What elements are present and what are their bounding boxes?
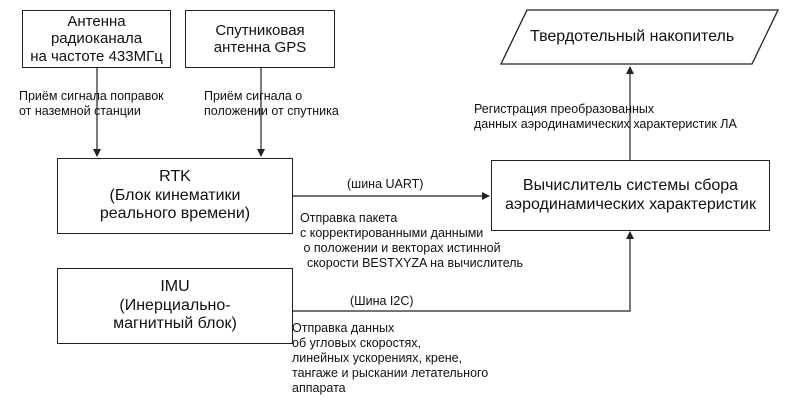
edge-label-gps: Приём сигнала о положении от спутника <box>204 89 339 118</box>
node-imu-label: IMU (Инерциально- магнитный блок) <box>113 278 237 333</box>
edge-label-rtk-desc: Отправка пакета с корректированными данн… <box>300 211 524 270</box>
edge-label-storage: Регистрация преобразованных данных аэрод… <box>474 102 737 131</box>
node-antenna-gps-label: Спутниковая антенна GPS <box>213 21 307 56</box>
edge-label-radio: Приём сигнала поправок от наземной станц… <box>19 89 164 118</box>
node-antenna-gps: Спутниковая антенна GPS <box>185 10 335 68</box>
node-antenna-radio: Антенна радиоканала на частоте 433МГц <box>22 10 171 68</box>
storage-shape <box>499 9 780 65</box>
edge-label-imu-desc: Отправка данных об угловых скоростях, ли… <box>292 321 489 395</box>
node-computer-label: Вычислитель системы сбора аэродинамическ… <box>505 177 756 213</box>
node-storage-label: Твердотельный накопитель <box>530 28 735 45</box>
node-rtk-label: RTK (Блок кинематики реального времени) <box>99 168 251 223</box>
node-rtk: RTK (Блок кинематики реального времени) <box>57 158 293 234</box>
edge-label-imu-bus: (Шина I2C) <box>350 294 414 308</box>
edge-imu-computer <box>293 231 634 312</box>
node-antenna-radio-label: Антенна радиоканала на частоте 433МГц <box>30 13 163 65</box>
edge-label-rtk-bus: (шина UART) <box>347 177 424 191</box>
node-computer: Вычислитель системы сбора аэродинамическ… <box>491 160 770 231</box>
node-imu: IMU (Инерциально- магнитный блок) <box>57 268 293 344</box>
